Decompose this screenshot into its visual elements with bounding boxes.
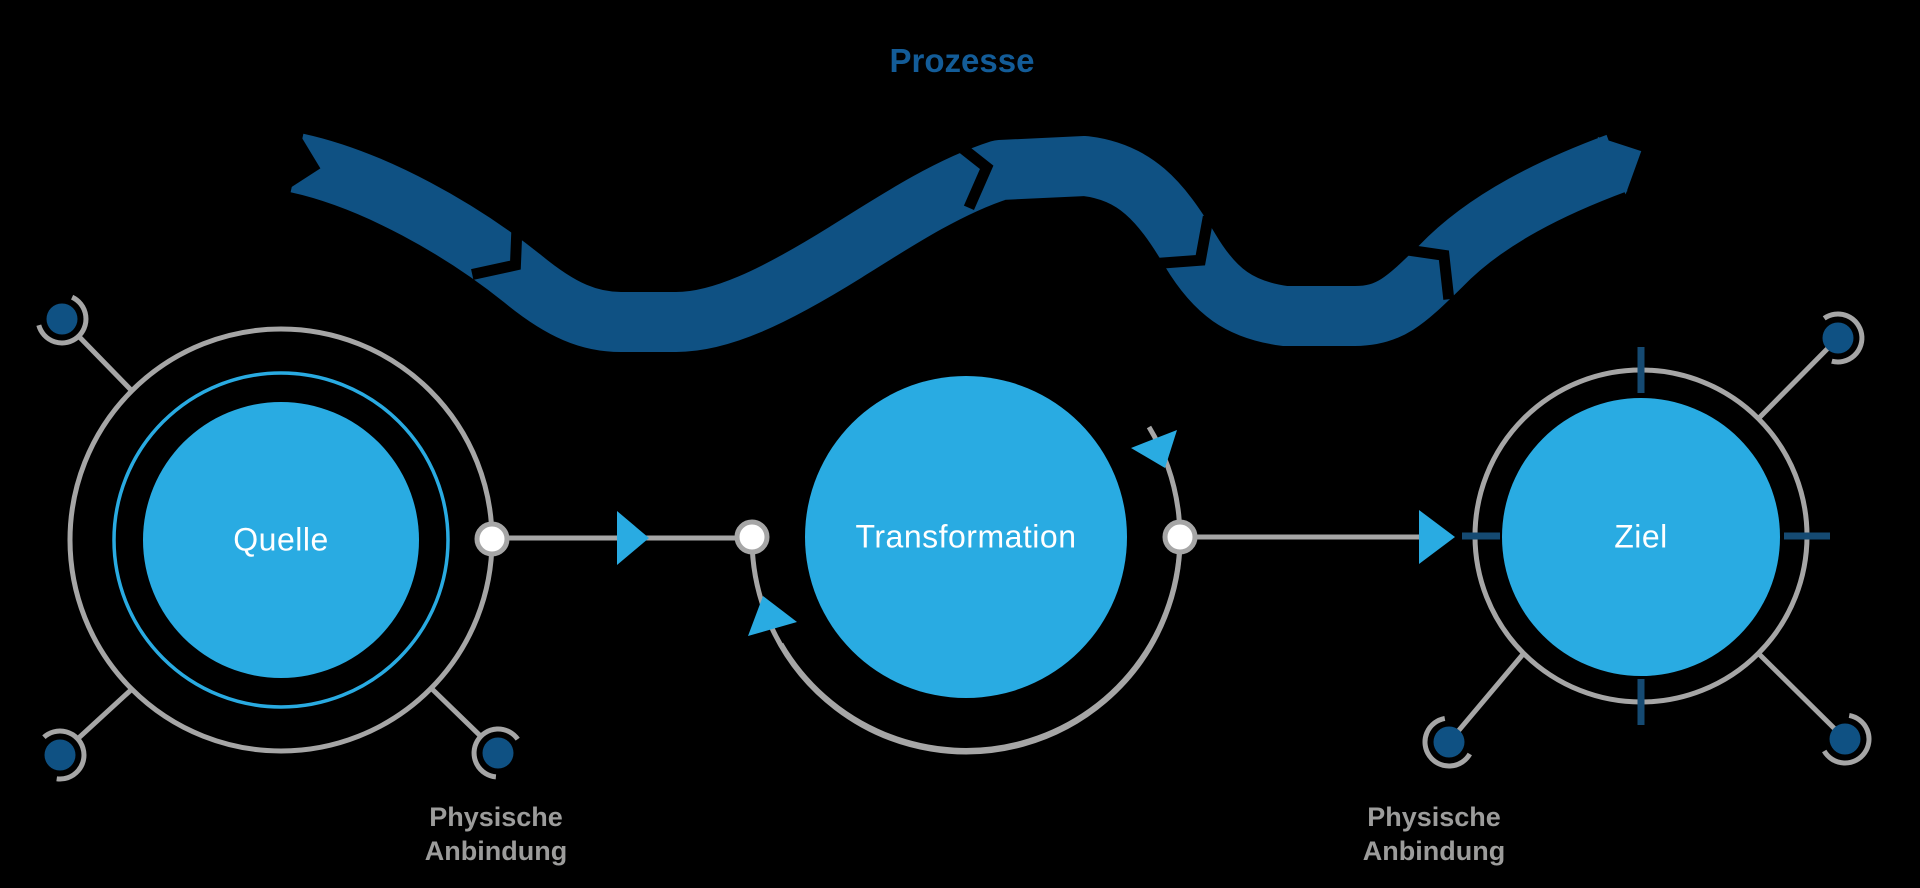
caption-line: Physische [1367, 802, 1501, 832]
transformation-circle-group [734, 376, 1198, 755]
source-label: Quelle [233, 521, 329, 558]
source-circle-group [67, 326, 510, 754]
transformation-disc [805, 376, 1127, 698]
caption-line: Physische [429, 802, 563, 832]
transformation-port-node-left [734, 519, 770, 555]
satellite-arc [36, 294, 89, 346]
caption-line: Anbindung [1362, 836, 1506, 866]
connector-transformation-to-target [1188, 510, 1455, 564]
satellite-arc [42, 728, 87, 782]
cycle-arrowhead-icon [748, 596, 797, 636]
source-accent-ring [112, 371, 450, 709]
diagram-title: Prozesse [889, 42, 1035, 79]
ribbon-chevron-gap [471, 220, 523, 280]
satellite-dot-icon [46, 303, 78, 335]
ribbon-chevron-gap [1155, 215, 1214, 270]
ribbon-wave-band [290, 133, 1628, 352]
satellite-dot-icon [482, 737, 514, 769]
process-ribbon-icon [280, 127, 1642, 352]
ribbon-chevron-gap [948, 135, 994, 211]
flow-arrow-icon [1419, 510, 1455, 564]
satellite-dot-icon [1822, 322, 1854, 354]
target-label: Ziel [1614, 518, 1668, 555]
cycle-arrowhead-icon [1131, 430, 1177, 468]
satellite-line [1756, 651, 1838, 732]
target-disc [1502, 398, 1780, 676]
satellite-connectors [36, 294, 1872, 782]
satellite-dot-icon [44, 739, 76, 771]
satellite-line [76, 687, 134, 741]
caption-line: Anbindung [424, 836, 568, 866]
transformation-cycle-arc-bottom [778, 536, 1183, 753]
ribbon-tail-notch [280, 127, 321, 195]
connector-source-to-transformation [500, 511, 745, 565]
caption-physical-connection-left: Physische Anbindung [425, 800, 567, 868]
flow-arrow-icon [617, 511, 649, 565]
satellite-line [429, 686, 483, 739]
satellite-arc [1422, 715, 1472, 769]
satellite-arc [471, 726, 520, 780]
transformation-label: Transformation [855, 518, 1077, 555]
ribbon-chevron-gap [1399, 243, 1455, 300]
satellite-dot-icon [1433, 726, 1465, 758]
satellite-line [1455, 651, 1526, 734]
satellite-arc [1822, 712, 1872, 766]
satellite-arc [1822, 311, 1865, 365]
transformation-port-node-right [1162, 519, 1198, 555]
caption-physical-connection-right: Physische Anbindung [1363, 800, 1505, 868]
satellite-line [1756, 345, 1831, 421]
source-port-node [474, 521, 510, 557]
satellite-line [76, 334, 134, 393]
ribbon-arrow-tip [1597, 136, 1642, 195]
source-disc [143, 402, 419, 678]
satellite-dot-icon [1829, 723, 1861, 755]
target-circle-group [1462, 347, 1830, 725]
